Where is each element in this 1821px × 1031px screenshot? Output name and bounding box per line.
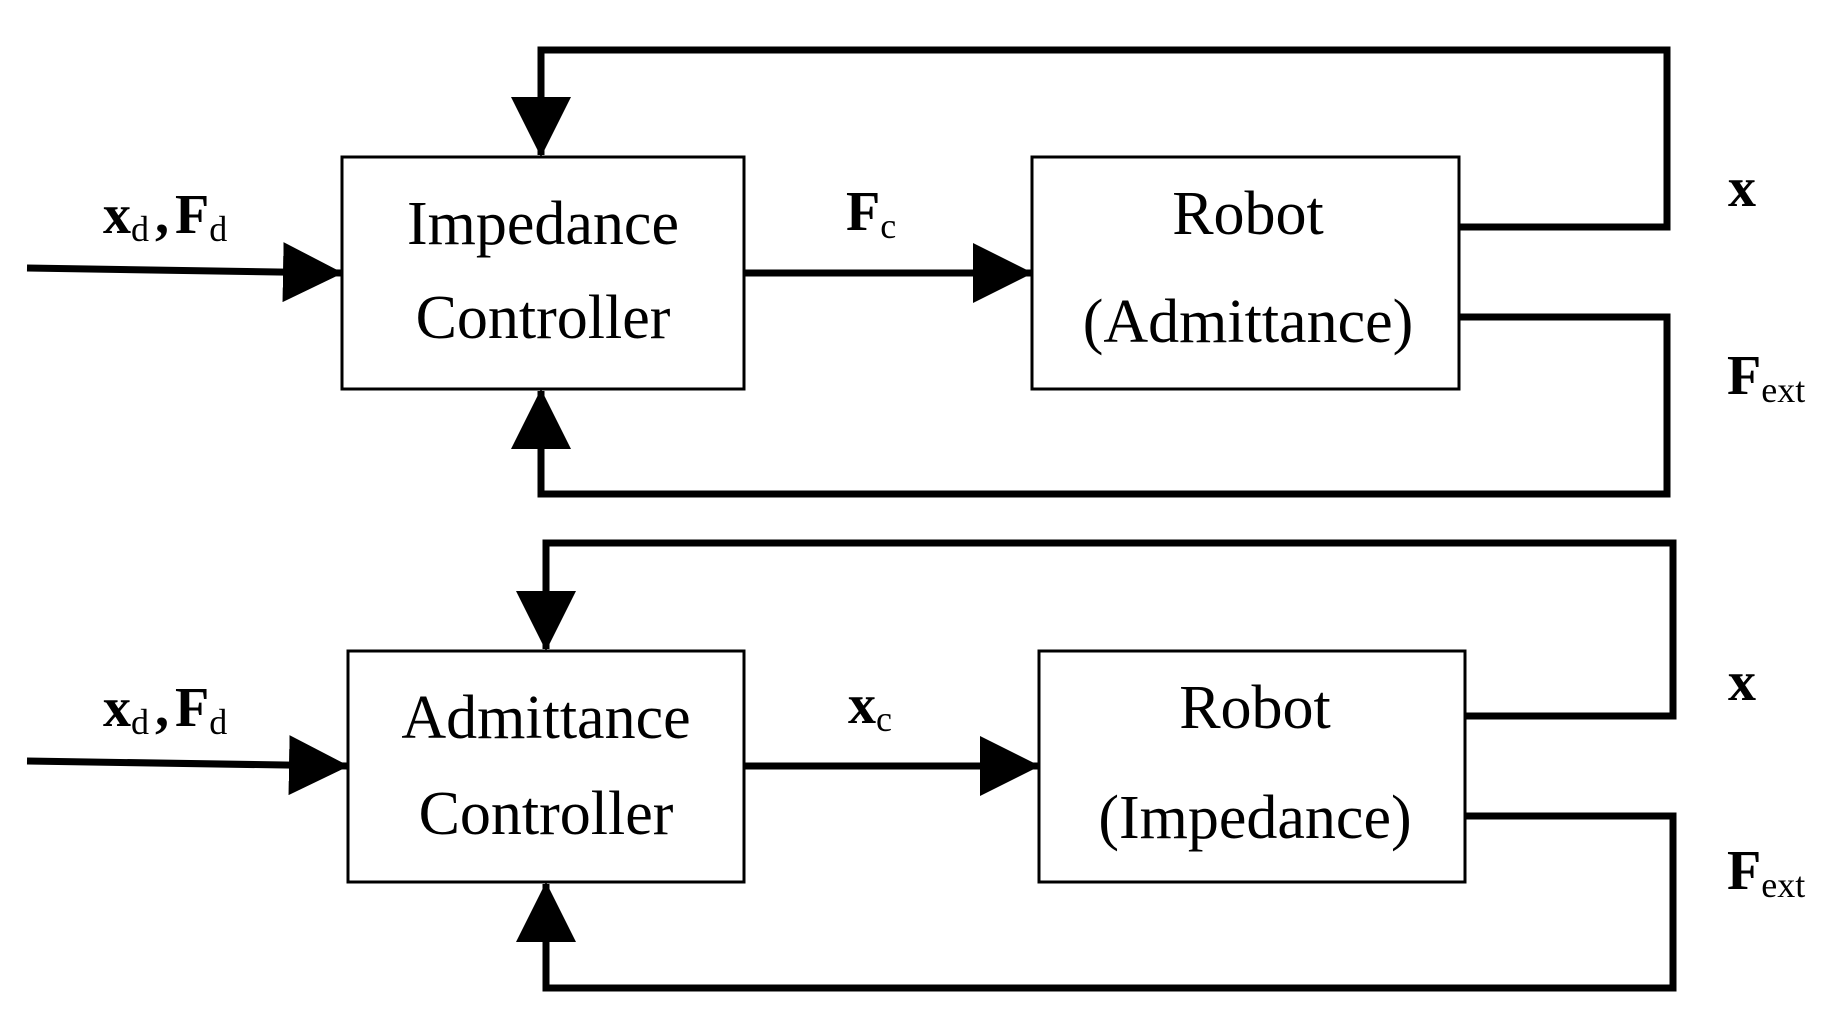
input-arrow [26,242,343,303]
controller-label-line2: Controller [416,284,671,352]
command-signal-label: xc [848,674,892,739]
robot-label-line2: (Impedance) [1098,784,1411,852]
controller-label-line1: Admittance [401,684,690,752]
robot-label-line1: Robot [1179,674,1331,742]
position-feedback-path [516,539,1677,720]
force-feedback-path [516,812,1677,992]
position-feedback-path [511,46,1671,231]
diagram-impedance-control: Impedance Controller Robot (Admittance) … [26,46,1805,498]
force-feedback-path [511,313,1671,498]
input-signal-label: xd,Fd [103,677,227,742]
command-signal-label: Fc [846,181,896,246]
robot-admittance-block [1030,155,1461,391]
position-output-label: x [1728,157,1756,219]
robot-impedance-block [1037,649,1467,884]
force-output-label: Fext [1727,840,1805,905]
robot-label-line2: (Admittance) [1083,288,1414,356]
admittance-controller-block [346,649,746,884]
controller-label-line1: Impedance [407,190,679,258]
controller-label-line2: Controller [419,780,674,848]
robot-label-line1: Robot [1172,180,1324,248]
force-output-label: Fext [1727,345,1805,410]
input-arrow [26,735,349,796]
input-signal-label: xd,Fd [103,184,227,249]
diagram-admittance-control: Admittance Controller Robot (Impedance) … [26,539,1805,992]
impedance-controller-block [340,155,746,391]
position-output-label: x [1728,651,1756,713]
